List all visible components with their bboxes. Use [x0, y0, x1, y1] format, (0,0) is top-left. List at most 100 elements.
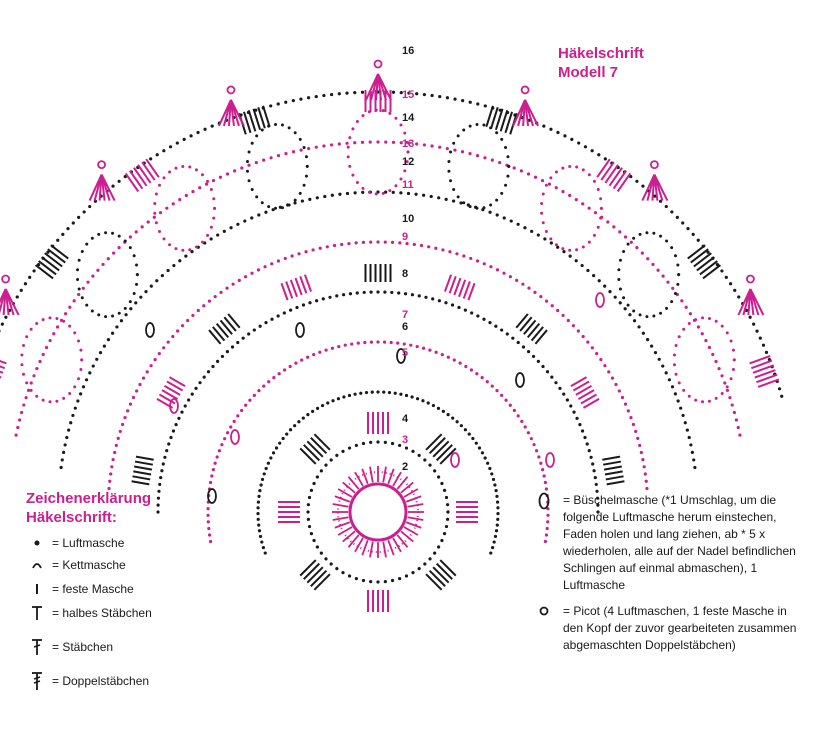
- chain-dot: [398, 576, 402, 581]
- chain-dot: [462, 254, 466, 258]
- ring-stitch: [337, 526, 353, 536]
- chain-dot: [267, 380, 271, 384]
- bell-cluster: [737, 274, 765, 316]
- loop-dot: [731, 368, 735, 372]
- chain-dot: [480, 376, 484, 380]
- chain-dot: [225, 431, 230, 435]
- loop-dot: [659, 234, 663, 238]
- chain-dot: [508, 275, 512, 279]
- chain-dot: [315, 406, 320, 410]
- chain-dot: [536, 359, 540, 363]
- chain-dot: [376, 340, 380, 344]
- stitch: [306, 566, 324, 584]
- chain-dot: [488, 210, 492, 214]
- chain-dot: [166, 268, 170, 273]
- stitch: [448, 276, 457, 294]
- chain-dot: [123, 174, 127, 179]
- picot-mark: [373, 59, 383, 69]
- chain-dot: [777, 387, 782, 391]
- chain-dot: [48, 338, 52, 343]
- chain-dot: [730, 403, 734, 407]
- chain-dot: [256, 268, 261, 272]
- chain-dot: [258, 324, 262, 328]
- loop-dot: [399, 177, 403, 181]
- chain-dot: [84, 378, 89, 382]
- stitch: [257, 106, 266, 129]
- chain-dot: [86, 280, 90, 284]
- chain-dot: [638, 443, 642, 448]
- chain-dot: [676, 399, 680, 403]
- chain-dot: [294, 361, 298, 365]
- chain-dot: [299, 148, 303, 152]
- chain-dot: [189, 134, 193, 138]
- chain-dot: [434, 350, 438, 354]
- loop-dot: [549, 176, 553, 180]
- chain-dot: [590, 149, 594, 153]
- chain-dot: [463, 308, 467, 312]
- chain-dot: [278, 441, 282, 445]
- chain-dot: [706, 250, 710, 254]
- chain-dot: [688, 312, 693, 316]
- chain-dot: [171, 334, 175, 339]
- chain-dot: [414, 192, 418, 196]
- chain-dot: [184, 254, 188, 258]
- chain-dot: [44, 345, 49, 350]
- chain-dot: [500, 328, 504, 332]
- chain-dot: [309, 532, 314, 536]
- loop-dot: [701, 400, 705, 404]
- stitch: [582, 397, 600, 409]
- stitch: [215, 322, 230, 339]
- chain-dot: [219, 290, 223, 294]
- ring-stitch: [361, 539, 369, 556]
- loop-dot: [68, 392, 72, 396]
- chain-dot: [446, 355, 450, 359]
- stitch-fan: [596, 158, 632, 193]
- chain-dot: [455, 252, 459, 256]
- round-number: 6: [402, 321, 408, 333]
- chain-dot: [347, 241, 351, 246]
- chain-dot: [589, 455, 593, 459]
- chain-dot: [384, 190, 388, 194]
- loop-dot: [677, 335, 681, 339]
- loop-dot: [592, 179, 596, 183]
- chain-dot: [4, 315, 8, 319]
- loop-dot: [174, 247, 178, 251]
- chain-dot: [304, 250, 308, 254]
- chain-dot: [272, 376, 276, 380]
- chain-dot: [681, 413, 685, 418]
- chain-dot: [476, 102, 480, 106]
- chain-dot: [383, 240, 387, 244]
- loop-dot: [632, 309, 636, 313]
- loop-dot: [77, 287, 81, 291]
- stitch: [294, 277, 303, 296]
- chain-dot: [502, 216, 506, 220]
- chain-dot: [643, 472, 647, 476]
- chain-dot: [155, 279, 159, 283]
- chain-dot: [111, 458, 115, 462]
- cluster-oval: [450, 452, 460, 468]
- chain-dot: [88, 371, 92, 375]
- loop-dot: [599, 216, 603, 220]
- chain-dot: [71, 221, 75, 225]
- chain-dot: [489, 551, 493, 555]
- chain-dot: [629, 240, 633, 244]
- loop-dot: [645, 315, 649, 319]
- chain-dot: [544, 533, 549, 537]
- stitch: [303, 444, 321, 462]
- chain-dot: [526, 172, 531, 176]
- loop-dot: [672, 363, 676, 367]
- loop-dot: [79, 368, 83, 372]
- chain-dot: [290, 254, 294, 258]
- chain-dot: [266, 461, 270, 465]
- chain-dot: [329, 92, 334, 97]
- loop-dot: [482, 206, 486, 210]
- chain-dot: [641, 184, 645, 188]
- loop-dot: [55, 399, 59, 403]
- chain-dot: [438, 94, 442, 99]
- chain-dot: [500, 393, 504, 397]
- ring-stitch: [369, 541, 374, 558]
- stitch: [577, 389, 595, 401]
- chain-dot: [156, 503, 160, 507]
- chain-dot: [586, 268, 590, 273]
- chain-dot: [284, 100, 288, 104]
